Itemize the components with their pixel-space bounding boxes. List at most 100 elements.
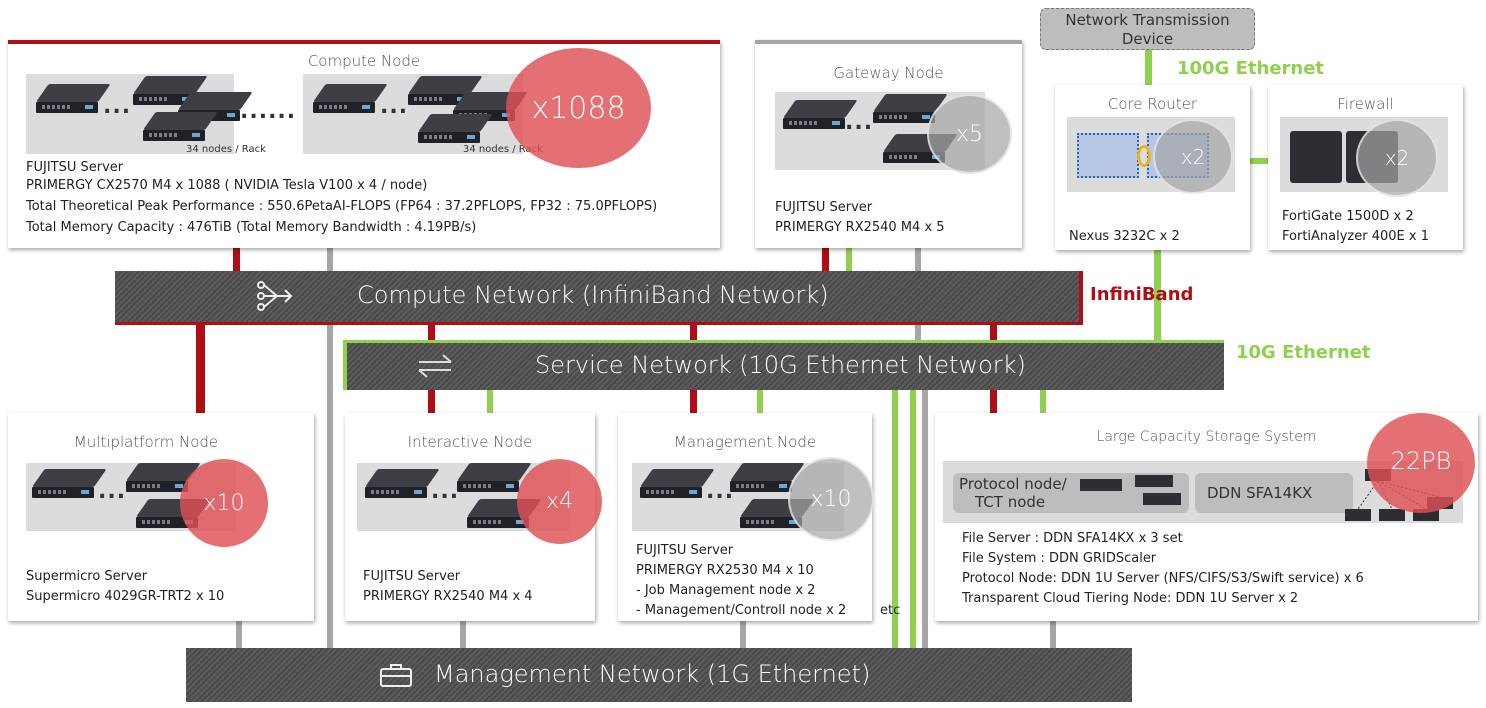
link-gateway-mgmt: [915, 245, 921, 275]
server-icon: [640, 469, 715, 499]
gateway-node-title: Gateway Node: [833, 64, 944, 82]
firewall-box: Firewall x2 FortiGate 1500D x 2 FortiAna…: [1268, 85, 1463, 250]
server-icon: [365, 469, 440, 499]
core-router-title: Core Router: [1107, 95, 1198, 113]
compute-network-bar: Compute Network (InfiniBand Network): [115, 271, 1083, 325]
link-eth-management: [757, 390, 763, 415]
bidirectional-arrows-icon: [415, 352, 455, 386]
management-network-bar: Management Network (1G Ethernet): [186, 648, 1132, 702]
count-badge: x10: [788, 457, 874, 541]
rack-label-1: 34 nodes / Rack: [186, 144, 266, 155]
link-compute-ib: [233, 245, 240, 275]
link-mgmt-3: [740, 620, 746, 650]
device-label-1: Network Transmission: [1065, 11, 1230, 29]
protocol-label-1: Protocol node/: [959, 475, 1067, 493]
link-gray-vertical-1: [327, 325, 333, 655]
count-badge: x5: [927, 94, 1012, 174]
compute-node-box: Compute Node ... 34 nodes / Rack ...... …: [8, 40, 720, 248]
ellipsis: ...: [103, 94, 132, 119]
link-eth-down-2: [910, 390, 916, 680]
management-line-4: - Management/Controll node x 2: [636, 603, 847, 618]
server-icon: [730, 463, 805, 493]
server-icon: [36, 84, 111, 114]
management-line-3: - Job Management node x 2: [636, 583, 816, 598]
service-network-bar: Service Network (10G Ethernet Network): [343, 340, 1224, 390]
network-transmission-device: Network Transmission Device: [1040, 8, 1255, 50]
interactive-line-2: PRIMERGY RX2540 M4 x 4: [363, 589, 533, 604]
server-icon: [467, 499, 542, 529]
core-router-line-1: Nexus 3232C x 2: [1069, 229, 1180, 244]
count-badge: 22PB: [1367, 413, 1475, 513]
management-node-title: Management Node: [673, 433, 817, 451]
link-100g: [1145, 50, 1152, 85]
gateway-node-box: Gateway Node ... x5 FUJITSU Server PRIME…: [755, 40, 1022, 248]
compute-node-title: Compute Node: [307, 52, 421, 70]
gateway-line-2: PRIMERGY RX2540 M4 x 5: [775, 220, 945, 235]
storage-line-4: Transparent Cloud Tiering Node: DDN 1U S…: [962, 591, 1299, 606]
link-eth-interactive: [487, 390, 493, 415]
service-network-label: Service Network (10G Ethernet Network): [535, 351, 1026, 379]
management-line-1: FUJITSU Server: [636, 543, 734, 558]
protocol-server-icon: [1080, 479, 1122, 491]
interactive-node-title: Interactive Node: [407, 433, 533, 451]
management-node-box: Management Node ... x10 FUJITSU Server P…: [618, 413, 874, 621]
compute-network-label: Compute Network (InfiniBand Network): [357, 281, 829, 309]
count-badge: x2: [1153, 119, 1233, 194]
count-badge: x1088: [506, 48, 651, 168]
briefcase-icon: [379, 662, 413, 694]
ddn-group: DDN SFA14KX: [1195, 473, 1353, 513]
server-icon: [873, 94, 948, 124]
ethernet-10g-label: 10G Ethernet: [1236, 342, 1371, 363]
server-icon: [740, 499, 815, 529]
ellipsis: ...: [845, 110, 874, 135]
etc-label: etc: [880, 603, 901, 618]
server-icon: [457, 463, 532, 493]
count-badge: x10: [180, 459, 268, 547]
link-gateway-eth: [846, 245, 852, 275]
storage-line-2: File System : DDN GRIDScaler: [962, 551, 1157, 566]
firewall-line-2: FortiAnalyzer 400E x 1: [1282, 229, 1429, 244]
link-eth-storage: [1040, 390, 1046, 415]
count-badge: x2: [1356, 119, 1438, 197]
storage-line-3: Protocol Node: DDN 1U Server (NFS/CIFS/S…: [962, 571, 1364, 586]
multiplatform-node-box: Multiplatform Node ... x10 Supermicro Se…: [8, 413, 314, 621]
firewall-appliance-icon: [1290, 131, 1342, 183]
link-gray-vertical-2: [922, 390, 928, 660]
core-router-box: Core Router x2 Nexus 3232C x 2: [1055, 85, 1250, 250]
infiniband-label: InfiniBand: [1090, 284, 1194, 305]
server-icon: [783, 100, 858, 130]
management-network-label: Management Network (1G Ethernet): [434, 660, 871, 688]
link-eth-down-1: [892, 390, 898, 680]
ellipsis: ...: [706, 479, 735, 504]
link-ring-icon: [1137, 145, 1151, 167]
firewall-title: Firewall: [1337, 95, 1394, 113]
rack-label-2: 34 nodes / Rack: [463, 144, 543, 155]
server-icon: [313, 84, 388, 114]
protocol-server-icon: [1135, 475, 1173, 487]
link-gateway-ib: [822, 245, 829, 275]
device-label-2: Device: [1121, 30, 1174, 48]
gateway-line-1: FUJITSU Server: [775, 200, 873, 215]
link-compute-mgmt-top: [327, 245, 333, 275]
ellipsis: ...: [380, 94, 409, 119]
server-icon: [32, 469, 107, 499]
storage-box: Large Capacity Storage System Protocol n…: [935, 413, 1478, 621]
multiplatform-line-2: Supermicro 4029GR-TRT2 x 10: [26, 589, 225, 604]
interactive-node-box: Interactive Node ... x4 FUJITSU Server P…: [345, 413, 602, 621]
compute-line-4: Total Memory Capacity : 476TiB (Total Me…: [26, 220, 477, 235]
network-hub-icon: [257, 281, 293, 317]
link-mgmt-4: [1050, 620, 1056, 650]
count-badge: x4: [517, 459, 602, 544]
ellipsis: ...: [431, 479, 460, 504]
management-line-2: PRIMERGY RX2530 M4 x 10: [636, 563, 814, 578]
compute-line-1: FUJITSU Server: [26, 160, 124, 175]
dots-separator: ......: [240, 99, 297, 124]
router-icon: [1077, 133, 1139, 178]
ellipsis: ...: [98, 479, 127, 504]
server-icon: [126, 463, 201, 493]
compute-line-3: Total Theoretical Peak Performance : 550…: [26, 199, 658, 214]
protocol-label-2: TCT node: [975, 493, 1046, 511]
link-mgmt-2: [460, 620, 466, 650]
server-icon: [143, 112, 218, 142]
storage-line-1: File Server : DDN SFA14KX x 3 set: [962, 531, 1183, 546]
